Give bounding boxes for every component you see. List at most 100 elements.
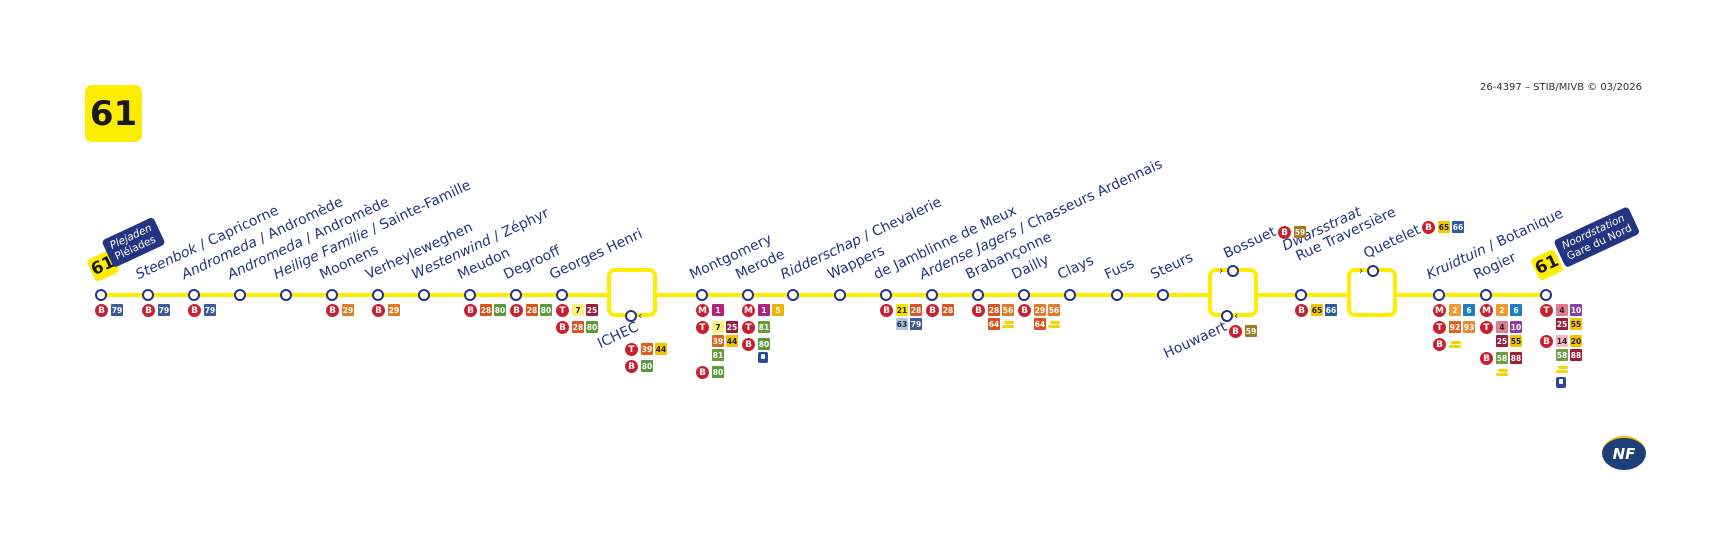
station-stop[interactable] <box>696 289 708 301</box>
line-badge-29[interactable]: 29 <box>1034 304 1046 316</box>
line-badge-64[interactable]: 64 <box>988 318 1000 330</box>
line-badge-28[interactable]: 28 <box>988 304 1000 316</box>
line-badge-92[interactable]: 92 <box>1449 321 1461 333</box>
station-stop[interactable] <box>418 289 430 301</box>
line-badge-59[interactable]: 59 <box>1294 226 1306 238</box>
line-badge-65[interactable]: 65 <box>1311 304 1323 316</box>
line-badge-2[interactable]: 2 <box>1496 304 1508 316</box>
line-badge-79[interactable]: 79 <box>910 318 922 330</box>
station-label[interactable]: Steurs <box>1148 250 1195 283</box>
line-badge-80[interactable]: 80 <box>712 366 724 378</box>
line-badge-10[interactable]: 10 <box>1570 304 1582 316</box>
line-badge-79[interactable]: 79 <box>204 304 216 316</box>
station-stop[interactable] <box>556 289 568 301</box>
line-badge-80[interactable]: 80 <box>540 304 552 316</box>
line-badge-66[interactable]: 66 <box>1452 221 1464 233</box>
loop-stop-ichec[interactable] <box>625 310 637 322</box>
station-stop[interactable] <box>926 289 938 301</box>
station-label-houwaert[interactable]: Houwaert <box>1161 318 1230 362</box>
line-badge-28[interactable]: 28 <box>942 304 954 316</box>
line-badge-88[interactable]: 88 <box>1570 349 1582 361</box>
station-label[interactable]: Fuss <box>1102 256 1137 283</box>
line-badge-64[interactable]: 64 <box>1034 318 1046 330</box>
line-badge-20[interactable]: 20 <box>1570 335 1582 347</box>
line-badge-6[interactable]: 6 <box>1463 304 1475 316</box>
line-badge-88[interactable]: 88 <box>1510 352 1522 364</box>
line-badge-5[interactable]: 5 <box>772 304 784 316</box>
line-badge-1[interactable]: 1 <box>758 304 770 316</box>
line-badge-39[interactable]: 39 <box>641 343 653 355</box>
station-stop[interactable] <box>372 289 384 301</box>
line-badge-80[interactable]: 80 <box>758 338 770 350</box>
loop-stop-houwaert[interactable] <box>1221 310 1233 322</box>
station-stop[interactable] <box>326 289 338 301</box>
line-badge-21[interactable]: 21 <box>896 304 908 316</box>
line-badge-10[interactable]: 10 <box>1510 321 1522 333</box>
line-badge-28[interactable]: 28 <box>526 304 538 316</box>
station-stop[interactable] <box>1064 289 1076 301</box>
line-badge-79[interactable]: 79 <box>111 304 123 316</box>
line-badge-29[interactable]: 29 <box>388 304 400 316</box>
station-stop[interactable] <box>95 289 107 301</box>
line-badge-14[interactable]: 14 <box>1556 335 1568 347</box>
station-stop[interactable] <box>787 289 799 301</box>
line-badge-80[interactable]: 80 <box>641 360 653 372</box>
line-badge-63[interactable]: 63 <box>896 318 908 330</box>
line-badge-25[interactable]: 25 <box>1556 318 1568 330</box>
station-stop[interactable] <box>280 289 292 301</box>
station-stop[interactable] <box>880 289 892 301</box>
line-badge-25[interactable]: 25 <box>1496 335 1508 347</box>
line-badge-7[interactable]: 7 <box>572 304 584 316</box>
line-badge-2[interactable]: 2 <box>1449 304 1461 316</box>
line-badge-65[interactable]: 65 <box>1438 221 1450 233</box>
line-badge-25[interactable]: 25 <box>726 321 738 333</box>
line-badge-66[interactable]: 66 <box>1325 304 1337 316</box>
line-badge-58[interactable]: 58 <box>1496 352 1508 364</box>
line-badge-58[interactable]: 58 <box>1556 349 1568 361</box>
line-badge-59[interactable]: 59 <box>1245 325 1257 337</box>
line-badge-80[interactable]: 80 <box>586 321 598 333</box>
line-badge-56[interactable]: 56 <box>1048 304 1060 316</box>
line-badge-81[interactable]: 81 <box>758 321 770 333</box>
station-stop[interactable] <box>142 289 154 301</box>
line-badge-81[interactable]: 81 <box>712 349 724 361</box>
station-stop[interactable] <box>1018 289 1030 301</box>
line-badge-1[interactable]: 1 <box>712 304 724 316</box>
line-badge-28[interactable]: 28 <box>910 304 922 316</box>
line-badge-4[interactable]: 4 <box>1556 304 1568 316</box>
station-label[interactable]: Clays <box>1055 253 1096 283</box>
station-stop[interactable] <box>1540 289 1552 301</box>
station-stop[interactable] <box>1433 289 1445 301</box>
line-badge-55[interactable]: 55 <box>1570 318 1582 330</box>
line-badge-28[interactable]: 28 <box>480 304 492 316</box>
station-label-bossuet[interactable]: Bossuet <box>1221 223 1279 262</box>
station-stop[interactable] <box>1157 289 1169 301</box>
line-badge-25[interactable]: 25 <box>586 304 598 316</box>
station-stop[interactable] <box>1480 289 1492 301</box>
station-stop[interactable] <box>188 289 200 301</box>
line-badge-7[interactable]: 7 <box>712 321 724 333</box>
line-badge-79[interactable]: 79 <box>158 304 170 316</box>
line-badge-4[interactable]: 4 <box>1496 321 1508 333</box>
line-badge-93[interactable]: 93 <box>1463 321 1475 333</box>
station-stop[interactable] <box>510 289 522 301</box>
station-stop[interactable] <box>972 289 984 301</box>
station-stop[interactable] <box>464 289 476 301</box>
line-badge-44[interactable]: 44 <box>655 343 667 355</box>
line-badge-55[interactable]: 55 <box>1510 335 1522 347</box>
station-stop[interactable] <box>234 289 246 301</box>
station-stop[interactable] <box>1111 289 1123 301</box>
line-badge-56[interactable]: 56 <box>1002 304 1014 316</box>
terminus-end-label[interactable]: Noordstation Gare du Nord <box>1553 206 1641 268</box>
station-stop[interactable] <box>834 289 846 301</box>
line-badge-28[interactable]: 28 <box>572 321 584 333</box>
line-badge-39[interactable]: 39 <box>712 335 724 347</box>
station-stop[interactable] <box>742 289 754 301</box>
loop-stop-quetelet[interactable] <box>1367 265 1379 277</box>
line-badge-6[interactable]: 6 <box>1510 304 1522 316</box>
line-badge-44[interactable]: 44 <box>726 335 738 347</box>
loop-stop-bossuet[interactable] <box>1227 265 1239 277</box>
station-stop[interactable] <box>1295 289 1307 301</box>
line-badge-29[interactable]: 29 <box>342 304 354 316</box>
line-badge-80[interactable]: 80 <box>494 304 506 316</box>
